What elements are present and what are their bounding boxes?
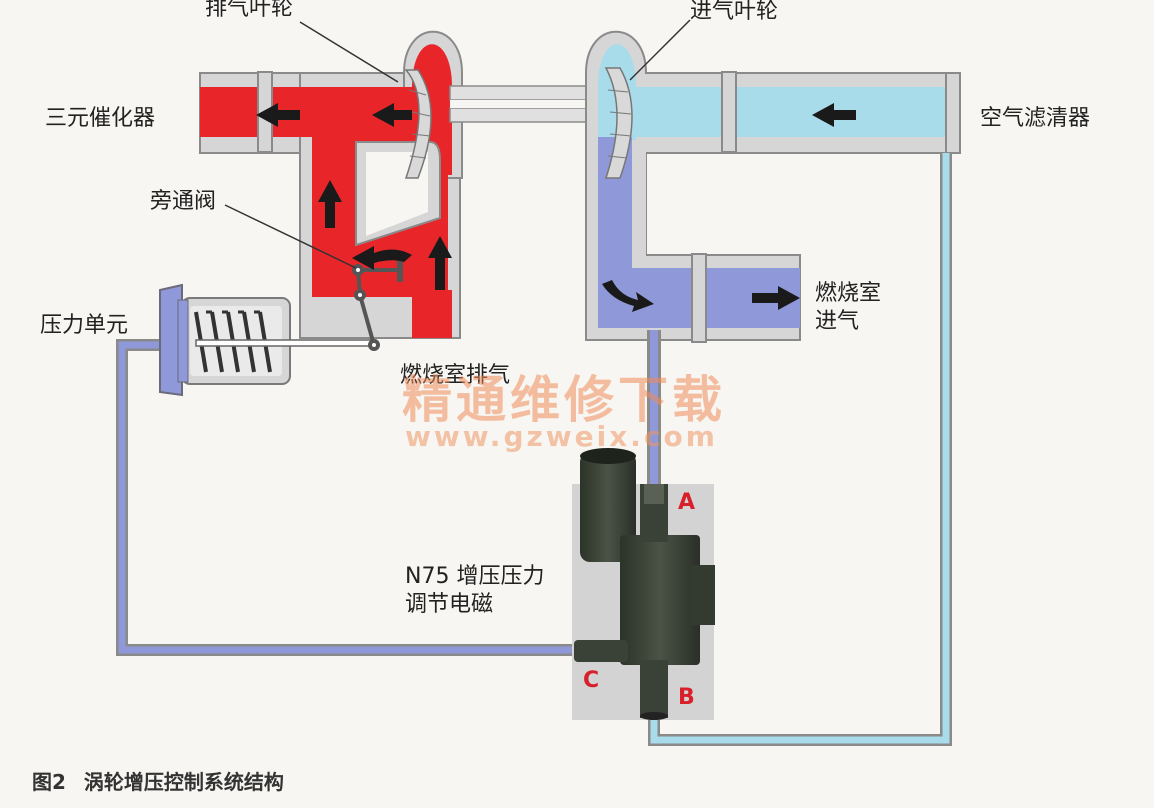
pressure-unit [159, 283, 377, 397]
port-b-label: B [678, 685, 695, 710]
flow-arrow-icon [752, 286, 800, 310]
flow-arrow-icon [812, 103, 856, 127]
flow-arrow-icon [428, 236, 452, 290]
turbo-shaft [449, 85, 611, 123]
intake-impeller [604, 67, 633, 179]
label-catalytic-converter: 三元催化器 [45, 106, 156, 131]
flow-arrow-icon [372, 103, 412, 127]
label-n75-solenoid-line2: 调节电磁 [405, 591, 494, 617]
label-exhaust-impeller: 排气叶轮 [205, 0, 294, 21]
label-combustion-intake-line2: 进气 [815, 308, 860, 334]
label-combustion-intake-line1: 燃烧室 [815, 281, 882, 306]
label-bypass-valve: 旁通阀 [150, 189, 217, 214]
figure-number: 图2 [32, 770, 66, 794]
bypass-valve [352, 258, 403, 351]
label-n75-solenoid: N75 增压压力 调节电磁 [405, 563, 544, 618]
n75-solenoid [572, 448, 715, 720]
exhaust-impeller [404, 69, 432, 179]
watermark-title: 精通维修下载 [402, 371, 726, 429]
control-lines [116, 153, 952, 746]
port-c-label: C [583, 668, 600, 693]
watermark-url: www.gzweix.com [405, 420, 718, 453]
label-combustion-exhaust: 燃烧室排气 [400, 363, 511, 388]
flow-arrow-icon [318, 180, 342, 228]
flow-arrow-icon [352, 246, 412, 270]
label-n75-solenoid-line1: N75 增压压力 [405, 564, 545, 589]
label-combustion-intake: 燃烧室 进气 [815, 280, 881, 335]
label-air-filter: 空气滤清器 [980, 106, 1091, 131]
flow-arrows [256, 103, 856, 312]
label-intake-impeller: 进气叶轮 [690, 0, 779, 24]
flow-arrow-icon [602, 280, 654, 312]
figure-caption: 图2 涡轮增压控制系统结构 [32, 766, 284, 795]
figure-title: 涡轮增压控制系统结构 [83, 770, 284, 794]
flow-arrow-icon [256, 103, 300, 127]
label-pressure-unit: 压力单元 [40, 313, 129, 338]
port-a-label: A [678, 490, 696, 515]
